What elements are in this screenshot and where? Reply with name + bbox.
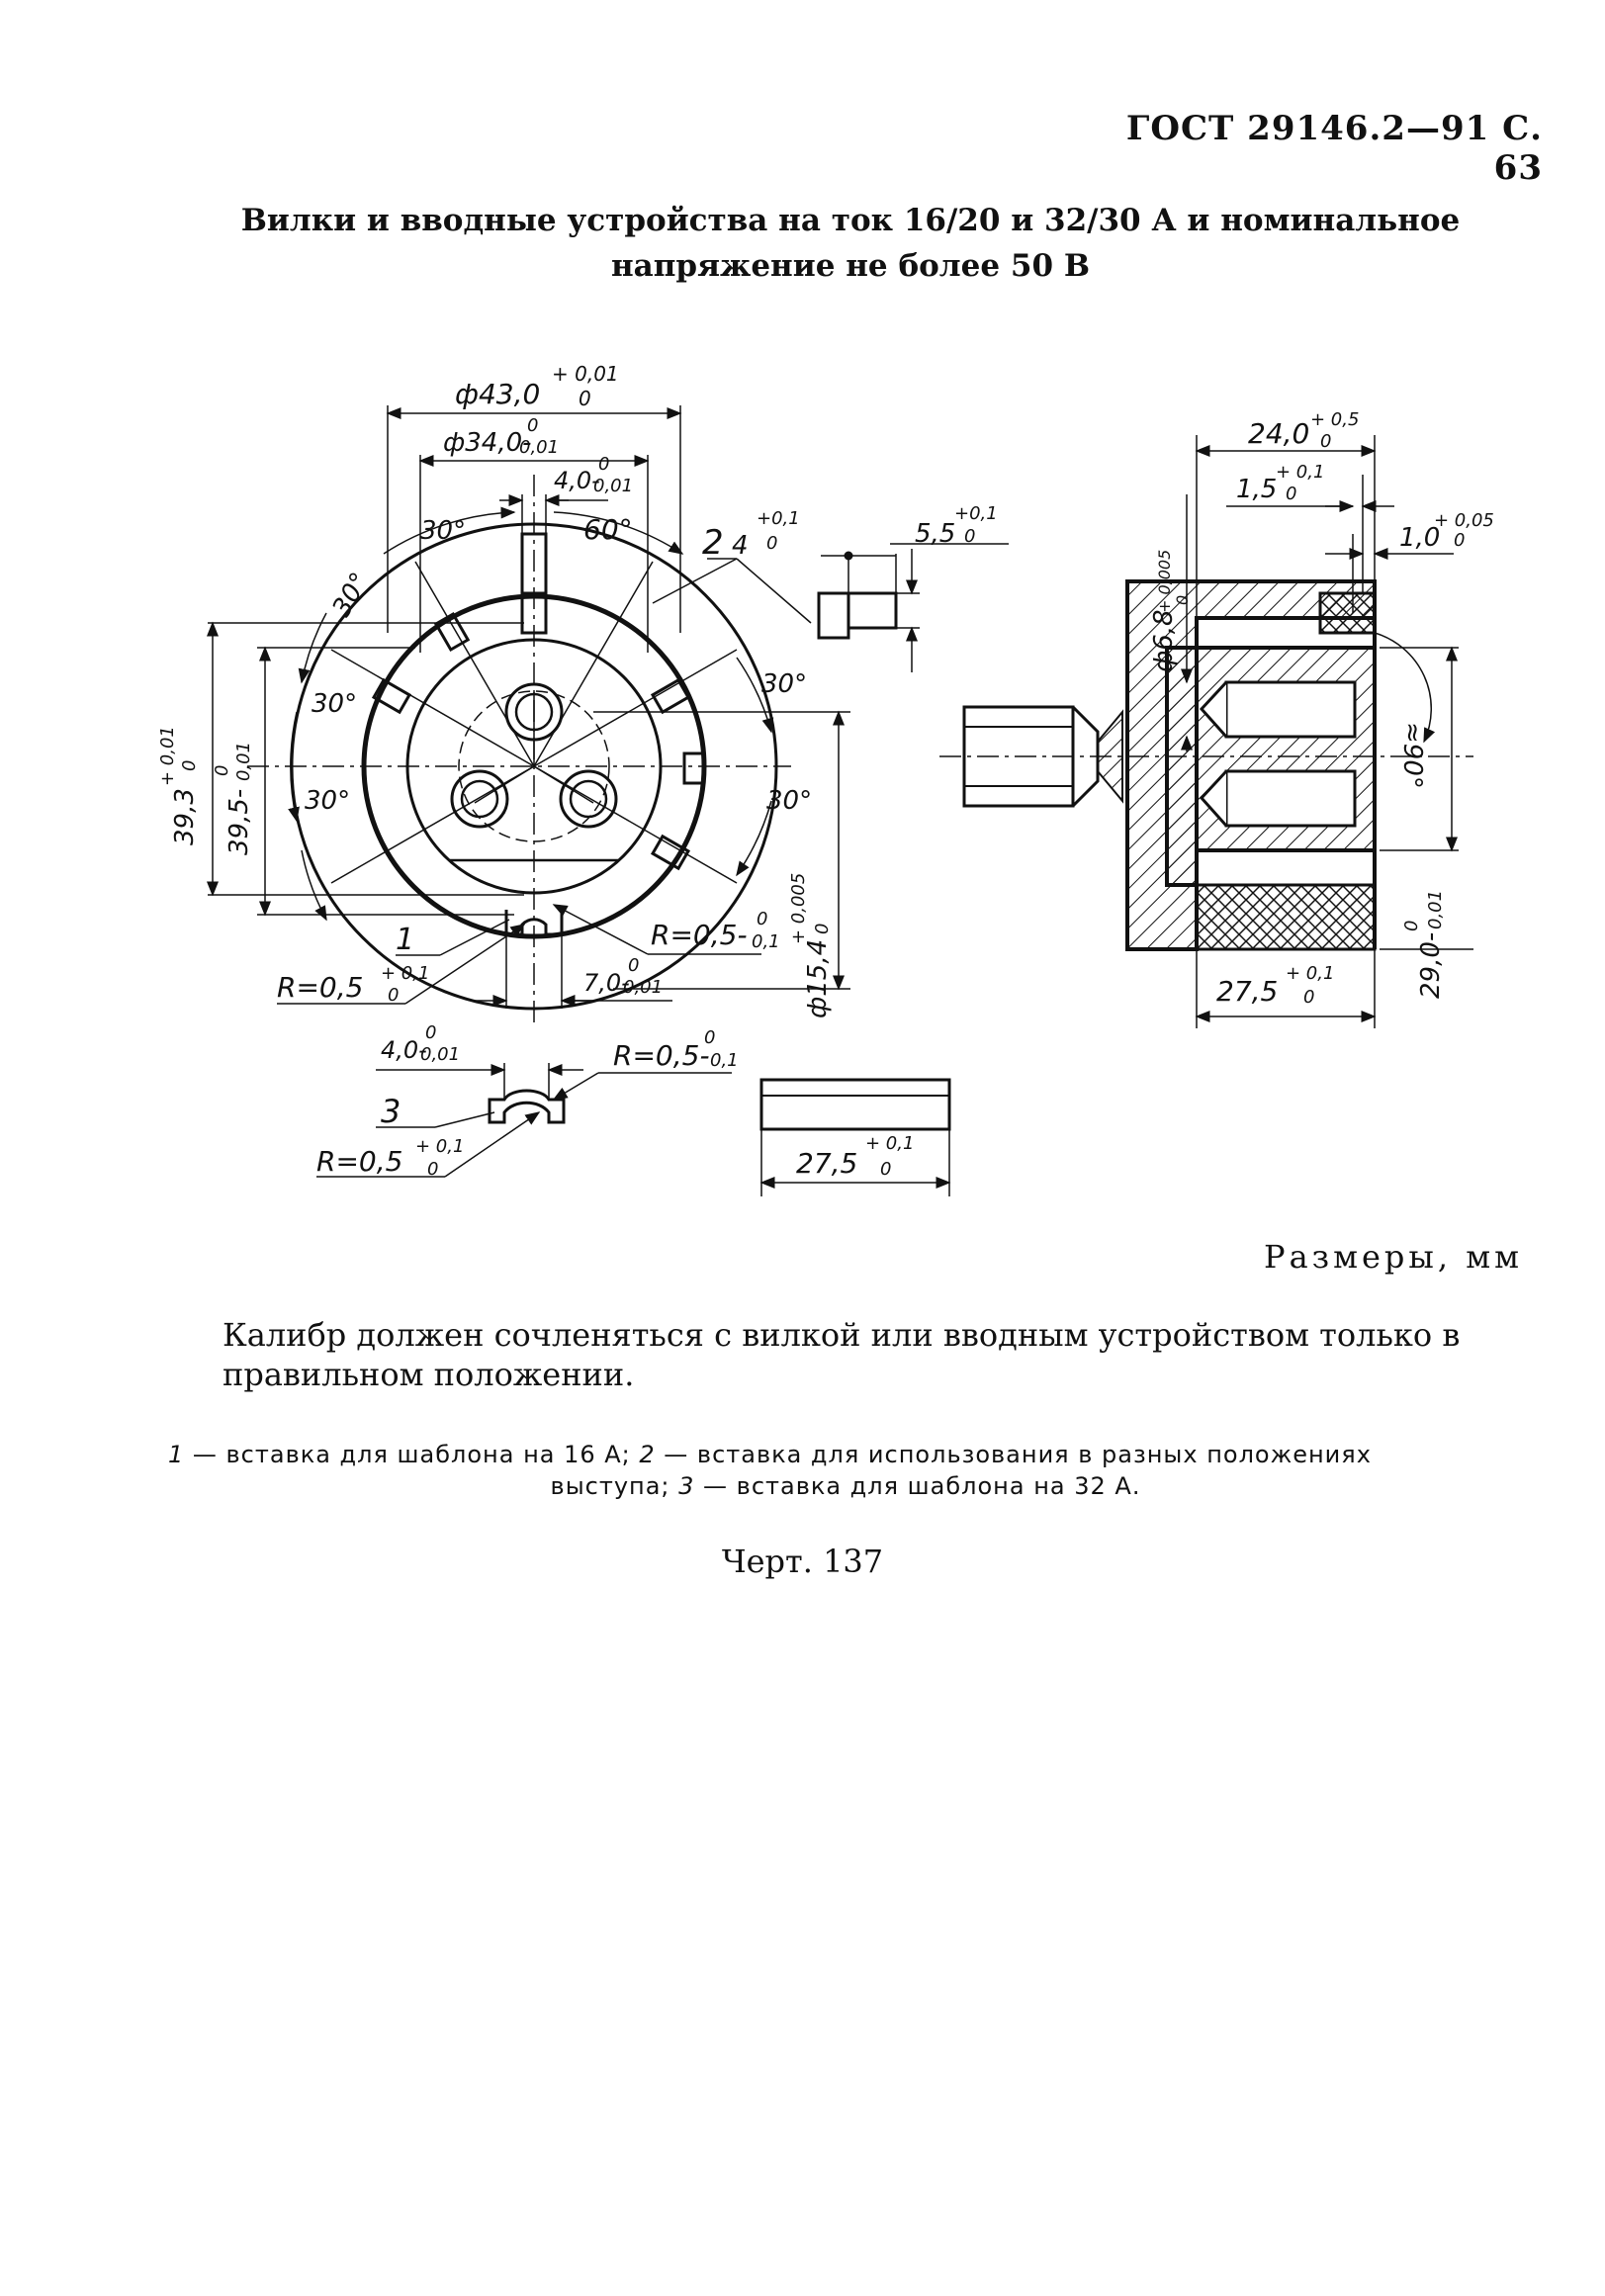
svg-text:+ 0,1: + 0,1 [865, 1133, 914, 1154]
legend-line-1: 1 — вставка для шаблона на 16 А; 2 — вст… [168, 1441, 1372, 1468]
dim-d43: ф43,0 [455, 378, 540, 410]
angle-30-right-mid: 30° [766, 786, 812, 816]
angle-30-top: 30° [420, 516, 466, 546]
bore [1224, 769, 1357, 828]
angle-30-left-top: 30° [327, 568, 376, 622]
section-view [939, 435, 1473, 1028]
svg-text:0: 0 [704, 1027, 715, 1048]
svg-text:0,1: 0,1 [710, 1050, 739, 1071]
svg-text:0,01: 0,01 [519, 437, 559, 458]
dim-d15-4: ф15,4 [803, 939, 833, 1018]
dim-ins3-r-minus: R=0,5- [613, 1039, 710, 1072]
paragraph-line-2: правильном положении. [223, 1356, 635, 1393]
angle-30-right-top: 30° [761, 669, 807, 699]
bar-insert [759, 1078, 951, 1196]
label-insert-3: 3 [381, 1093, 401, 1130]
svg-text:0,1: 0,1 [752, 931, 780, 952]
dimension-labels: ф43,0 + 0,01 0 ф34,0- 0 0,01 4,0- 0 0,01… [157, 362, 1494, 1180]
svg-text:+ 0,005: + 0,005 [1155, 550, 1174, 613]
svg-text:+ 0,1: + 0,1 [415, 1136, 464, 1157]
units-note: Размеры, мм [1264, 1238, 1523, 1276]
svg-text:+ 0,05: + 0,05 [1434, 510, 1494, 531]
svg-text:+0,1: +0,1 [954, 503, 998, 524]
svg-text:0: 0 [527, 415, 538, 436]
technical-drawing: ф43,0 + 0,01 0 ф34,0- 0 0,01 4,0- 0 0,01… [157, 362, 1494, 1196]
insert-3 [316, 1063, 732, 1178]
angle-60: 60° [583, 513, 633, 546]
notch [650, 834, 691, 871]
page-title-line-2: напряжение не более 50 В [610, 248, 1091, 284]
paragraph-line-1: Калибр должен сочленяться с вилкой или в… [223, 1316, 1461, 1354]
svg-text:+ 0,1: + 0,1 [381, 963, 429, 984]
label-insert-2: 2 [702, 523, 724, 563]
front-view [207, 405, 850, 1028]
dim-w4: 4,0- [554, 467, 600, 494]
angle-30-left-mid: 30° [312, 689, 357, 719]
angle-90: ≈90° [1397, 722, 1427, 789]
svg-text:0: 0 [1401, 921, 1422, 931]
pin-top [504, 682, 564, 742]
dim-29: 29,0- [1416, 932, 1446, 999]
svg-text:+ 0,1: + 0,1 [1276, 462, 1324, 483]
svg-text:4: 4 [732, 531, 749, 561]
svg-text:0: 0 [628, 955, 639, 976]
svg-text:0,01: 0,01 [593, 476, 633, 496]
svg-text:+0,1: +0,1 [757, 508, 800, 529]
svg-text:0: 0 [598, 454, 609, 475]
svg-text:+ 0,01: + 0,01 [552, 362, 619, 386]
svg-text:0,01: 0,01 [1425, 890, 1446, 929]
dim-5-5: 5,5 [915, 519, 955, 549]
svg-text:0: 0 [425, 1022, 436, 1043]
dim-d34: ф34,0- [443, 428, 532, 458]
label-insert-1: 1 [396, 923, 414, 957]
legend-line-2: выступа; 3 — вставка для шаблона на 32 А… [550, 1472, 1141, 1500]
dim-27-5-section: 27,5 [1216, 975, 1278, 1008]
dim-ins3-r-plus: R=0,5 [316, 1145, 402, 1178]
dim-39-5: 39,5- [224, 789, 254, 855]
notch [433, 611, 471, 653]
page-header: ГОСТ 29146.2—91 С. 63 [1125, 109, 1543, 188]
dim-r05-plus: R=0,5 [277, 971, 363, 1004]
svg-text:0: 0 [880, 1159, 891, 1180]
svg-text:0: 0 [1303, 987, 1314, 1008]
svg-text:0: 0 [579, 387, 591, 410]
svg-text:0: 0 [427, 1159, 438, 1180]
notch [682, 751, 706, 785]
svg-text:+ 0,1: + 0,1 [1286, 963, 1334, 984]
dim-bar-27-5: 27,5 [796, 1147, 857, 1180]
dim-1-0: 1,0 [1399, 523, 1440, 553]
svg-text:+ 0,01: + 0,01 [157, 726, 178, 786]
svg-text:+ 0,5: + 0,5 [1310, 409, 1359, 430]
svg-text:0: 0 [179, 760, 200, 771]
dim-w7: 7,0- [583, 969, 630, 997]
figure-caption: Черт. 137 [721, 1543, 884, 1580]
svg-text:0: 0 [812, 924, 833, 934]
dim-r05-minus: R=0,5- [651, 919, 748, 951]
dim-39-3: 39,3 [170, 788, 200, 845]
page-title-line-1: Вилки и вводные устройства на ток 16/20 … [240, 203, 1461, 238]
svg-text:0: 0 [1454, 530, 1465, 551]
svg-text:0: 0 [388, 985, 399, 1006]
svg-text:0: 0 [757, 909, 767, 929]
svg-text:0: 0 [1320, 431, 1331, 452]
pin-left [450, 769, 509, 829]
svg-text:0,01: 0,01 [420, 1044, 460, 1065]
svg-text:0,01: 0,01 [233, 742, 254, 781]
dim-d6-8: ф6,8 [1149, 609, 1179, 672]
bore [1224, 680, 1357, 739]
svg-text:0: 0 [212, 765, 232, 776]
notch [650, 677, 691, 715]
dim-1-5: 1,5 [1236, 475, 1277, 504]
svg-text:0: 0 [964, 526, 975, 547]
insert-2-detail [817, 543, 1009, 672]
svg-text:0: 0 [1286, 484, 1296, 504]
svg-text:0,01: 0,01 [623, 977, 663, 998]
svg-text:0: 0 [766, 533, 777, 554]
dim-ins3-w4: 4,0- [381, 1036, 427, 1064]
svg-text:+ 0,005: + 0,005 [788, 873, 809, 944]
pin-right [559, 769, 618, 829]
angle-30-left-low: 30° [305, 786, 350, 816]
svg-text:0: 0 [1173, 595, 1192, 605]
dim-24: 24,0 [1248, 417, 1309, 450]
